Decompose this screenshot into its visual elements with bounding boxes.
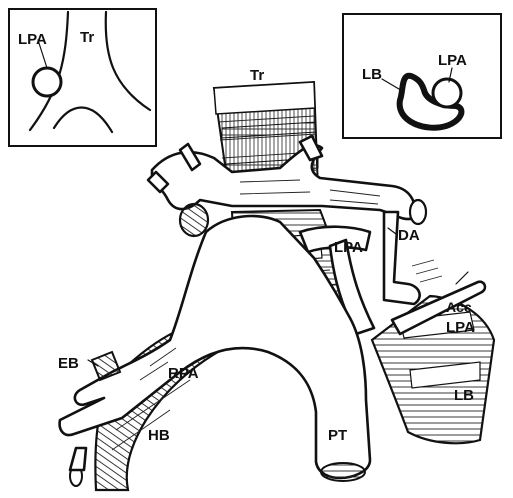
label-rpa: RPA bbox=[168, 365, 199, 382]
label-acc-lpa: LPA bbox=[446, 319, 475, 336]
label-lpa: LPA bbox=[334, 239, 363, 256]
inset-right-lb-label: LB bbox=[362, 66, 382, 83]
label-ductus: DA bbox=[398, 227, 420, 244]
label-hb: HB bbox=[148, 427, 170, 444]
inset-left-trachea-label: Tr bbox=[80, 29, 94, 46]
ductus-arteriosus bbox=[384, 212, 442, 304]
label-acc: Acc bbox=[446, 299, 472, 315]
inset-left-lpa-circle bbox=[33, 68, 61, 96]
inset-right-lpa-circle bbox=[433, 79, 461, 107]
inset-left: LPA Tr bbox=[9, 9, 156, 146]
label-trachea: Tr bbox=[250, 67, 264, 84]
label-eb: EB bbox=[58, 355, 79, 372]
label-left-bronchus: LB bbox=[454, 387, 474, 404]
inset-left-lpa-label: LPA bbox=[18, 31, 47, 48]
inset-right: LB LPA bbox=[343, 14, 501, 138]
label-pt: PT bbox=[328, 427, 347, 444]
inset-right-lpa-label: LPA bbox=[438, 52, 467, 69]
